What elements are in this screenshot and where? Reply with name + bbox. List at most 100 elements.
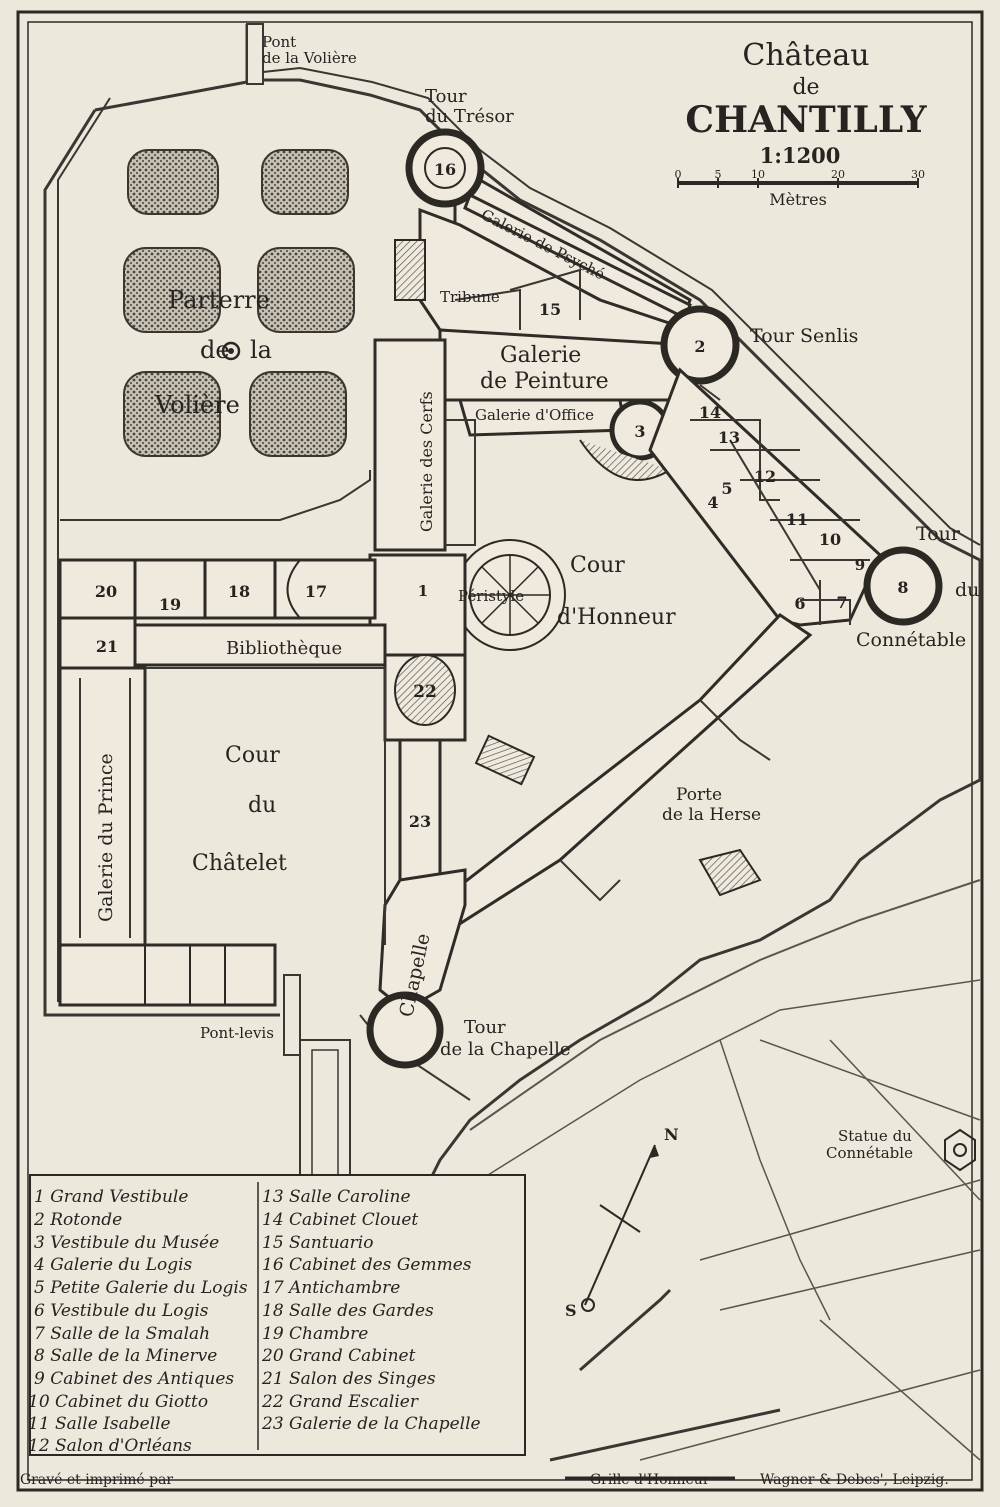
scale-unit: Mètres	[769, 190, 827, 209]
label-galerie-prince: Galerie du Prince	[95, 753, 117, 922]
legend-item-20: 20 Grand Cabinet	[261, 1346, 416, 1366]
room-number-18: 18	[228, 582, 250, 601]
label-tour-chapelle-1: Tour	[464, 1017, 506, 1038]
legend-item-1: 1 Grand Vestibule	[34, 1187, 188, 1207]
legend-item-13: 13 Salle Caroline	[262, 1187, 411, 1207]
room-number-10: 10	[819, 530, 841, 549]
legend-item-16: 16 Cabinet des Gemmes	[262, 1255, 472, 1275]
room-number-13: 13	[718, 428, 740, 447]
title-line3: CHANTILLY	[685, 99, 927, 141]
legend-item-11: 11 Salle Isabelle	[28, 1414, 171, 1434]
legend-item-17: 17 Antichambre	[262, 1278, 400, 1298]
title-line1: Château	[742, 38, 869, 73]
scale-tick-20: 20	[831, 168, 845, 181]
room-number-21: 21	[96, 637, 118, 656]
room-number-7: 7	[836, 593, 847, 612]
legend-item-9: 9 Cabinet des Antiques	[34, 1369, 234, 1389]
room-number-2: 2	[694, 337, 705, 356]
label-cour-honneur-2: d'Honneur	[557, 605, 676, 630]
label-parterre-1: Parterre	[168, 286, 270, 314]
room-number-5: 5	[721, 479, 732, 498]
chateau-buildings	[58, 128, 943, 1069]
label-pont-voliere-1: Pont	[262, 33, 296, 51]
room-number-8: 8	[897, 578, 908, 597]
label-tribune: Tribune	[440, 288, 500, 306]
legend-item-22: 22 Grand Escalier	[261, 1392, 419, 1412]
legend-item-5: 5 Petite Galerie du Logis	[34, 1278, 248, 1298]
label-pont-levis: Pont-levis	[200, 1024, 274, 1042]
label-cour-chatelet-2: du	[248, 793, 276, 818]
north-arrow: N S	[565, 1125, 679, 1320]
room-number-16: 16	[434, 160, 456, 179]
title-line2: de	[792, 75, 819, 100]
room-numbers: 1 2 3 4 5 6 7 8 9 10 11 12 13 14 15 16 1…	[95, 160, 909, 831]
statue-marker	[944, 1128, 976, 1172]
legend-item-21: 21 Salon des Singes	[261, 1369, 436, 1389]
label-cour-honneur-1: Cour	[570, 553, 625, 578]
scale-tick-0: 0	[675, 168, 682, 181]
label-parterre-3: la	[250, 336, 272, 364]
label-bibliotheque: Bibliothèque	[226, 638, 342, 659]
room-number-19: 19	[159, 595, 181, 614]
footer: Gravé et imprimé par Grille d'Honneur Wa…	[20, 1472, 949, 1488]
label-parterre-4: Volière	[154, 391, 240, 419]
parterre-garden	[60, 149, 371, 521]
legend-item-12: 12 Salon d'Orléans	[28, 1436, 192, 1456]
room-number-17: 17	[305, 582, 327, 601]
label-tour-chapelle-2: de la Chapelle	[440, 1039, 571, 1060]
legend-item-15: 15 Santuario	[262, 1233, 373, 1253]
room-number-3: 3	[634, 422, 645, 441]
label-statue-2: Connétable	[826, 1144, 913, 1162]
label-porte-herse-1: Porte	[676, 785, 722, 805]
room-number-14: 14	[699, 403, 721, 422]
label-galerie-cerfs: Galerie des Cerfs	[417, 391, 436, 532]
legend-item-8: 8 Salle de la Minerve	[34, 1346, 217, 1366]
footer-center: Grille d'Honneur	[590, 1472, 710, 1488]
title-block: Château de CHANTILLY 1:1200 0 5 10 20 30…	[668, 30, 940, 210]
scale-ratio: 1:1200	[760, 143, 841, 168]
legend-item-6: 6 Vestibule du Logis	[34, 1301, 209, 1321]
south-label: S	[565, 1301, 577, 1320]
label-galerie-peinture-2: de Peinture	[480, 369, 609, 394]
label-tour-connetable-1: Tour	[916, 523, 961, 545]
label-cour-chatelet-3: Châtelet	[192, 851, 287, 876]
label-tour-tresor-1: Tour	[425, 86, 467, 107]
label-tour-senlis: Tour Senlis	[750, 325, 858, 347]
label-galerie-peinture-1: Galerie	[500, 343, 581, 368]
room-number-1: 1	[418, 582, 428, 600]
label-porte-herse-2: de la Herse	[662, 805, 761, 825]
legend-item-18: 18 Salle des Gardes	[262, 1301, 434, 1321]
label-parterre-2: de	[200, 336, 230, 364]
footer-left: Gravé et imprimé par	[20, 1472, 173, 1488]
label-tour-connetable-2: du	[955, 579, 979, 601]
label-cour-chatelet-1: Cour	[225, 743, 280, 768]
legend-item-10: 10 Cabinet du Giotto	[28, 1392, 208, 1412]
scale-tick-30: 30	[911, 168, 925, 181]
room-number-6: 6	[794, 594, 805, 613]
legend-item-2: 2 Rotonde	[33, 1210, 122, 1230]
label-tour-tresor-2: du Trésor	[425, 106, 514, 127]
room-number-20: 20	[95, 582, 117, 601]
room-number-4: 4	[707, 493, 718, 512]
room-number-23: 23	[409, 812, 431, 831]
legend: 1 Grand Vestibule 2 Rotonde 3 Vestibule …	[28, 1174, 526, 1456]
legend-item-7: 7 Salle de la Smalah	[34, 1324, 210, 1344]
label-statue-1: Statue du	[838, 1127, 912, 1145]
room-number-9: 9	[855, 556, 865, 574]
legend-item-19: 19 Chambre	[262, 1324, 368, 1344]
label-galerie-office: Galerie d'Office	[475, 406, 594, 424]
room-number-22: 22	[413, 682, 437, 702]
room-number-12: 12	[754, 467, 776, 486]
legend-item-4: 4 Galerie du Logis	[33, 1255, 193, 1275]
label-peristyle: Péristyle	[458, 587, 524, 605]
scale-tick-5: 5	[715, 168, 722, 181]
label-pont-voliere-2: de la Volière	[262, 49, 357, 67]
room-number-15: 15	[539, 300, 561, 319]
legend-item-14: 14 Cabinet Clouet	[262, 1210, 418, 1230]
scale-tick-10: 10	[751, 168, 765, 181]
legend-item-3: 3 Vestibule du Musée	[34, 1233, 219, 1253]
room-number-11: 11	[786, 510, 808, 529]
legend-item-23: 23 Galerie de la Chapelle	[261, 1414, 481, 1434]
footer-right: Wagner & Debes', Leipzig.	[760, 1472, 949, 1488]
